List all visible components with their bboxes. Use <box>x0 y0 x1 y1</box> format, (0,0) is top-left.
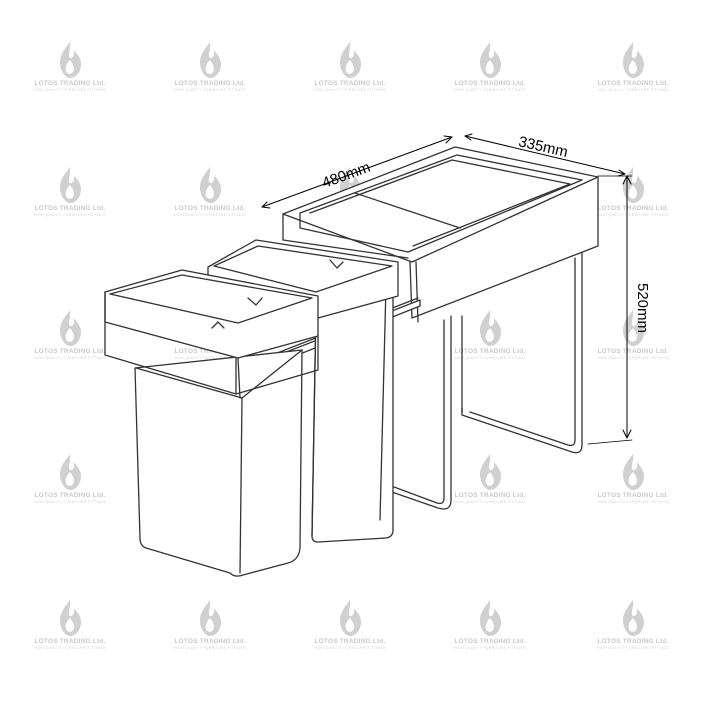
flame-logo-icon <box>200 167 221 203</box>
height-dimension-label: 520mm <box>634 283 651 333</box>
watermark-tile: LOTOS TRADING Ltd.high quality furniture… <box>25 40 115 93</box>
watermark-name: LOTOS TRADING Ltd. <box>34 205 106 212</box>
watermark-tile: LOTOS TRADING Ltd.high quality furniture… <box>588 598 678 651</box>
watermark-tagline: high quality furniture fittings <box>313 646 387 650</box>
watermark-tagline: high quality furniture fittings <box>453 500 527 504</box>
watermark-name: LOTOS TRADING Ltd. <box>174 80 246 87</box>
watermark-tagline: high quality furniture fittings <box>453 646 527 650</box>
watermark-name: LOTOS TRADING Ltd. <box>597 205 669 212</box>
watermark-tagline: high quality furniture fittings <box>33 500 107 504</box>
flame-logo-icon <box>480 600 501 636</box>
watermark-tagline: high quality furniture fittings <box>33 356 107 360</box>
flame-logo-icon <box>480 42 501 78</box>
flame-logo-icon <box>623 454 644 490</box>
watermark-tagline: high quality furniture fittings <box>33 646 107 650</box>
front-bin <box>104 269 319 577</box>
flame-logo-icon <box>623 600 644 636</box>
watermark-tagline: high quality furniture fittings <box>596 646 670 650</box>
watermark-name: LOTOS TRADING Ltd. <box>34 348 106 355</box>
frame-top-tray <box>282 146 599 323</box>
watermark-name: LOTOS TRADING Ltd. <box>597 80 669 87</box>
watermark-tagline: high quality furniture fittings <box>596 213 670 217</box>
watermark-name: LOTOS TRADING Ltd. <box>174 348 246 355</box>
flame-logo-icon <box>623 42 644 78</box>
watermark-name: LOTOS TRADING Ltd. <box>454 348 526 355</box>
watermark-tile: LOTOS TRADING Ltd.high quality furniture… <box>25 165 115 218</box>
flame-logo-icon <box>340 600 361 636</box>
watermark-tile: LOTOS TRADING Ltd.high quality furniture… <box>445 452 535 505</box>
watermark-tagline: high quality furniture fittings <box>453 356 527 360</box>
flame-logo-icon <box>200 42 221 78</box>
watermark-tile: LOTOS TRADING Ltd.high quality furniture… <box>588 40 678 93</box>
watermark-tile: LOTOS TRADING Ltd.high quality furniture… <box>305 598 395 651</box>
watermark-tile: LOTOS TRADING Ltd.high quality furniture… <box>165 598 255 651</box>
watermark-name: LOTOS TRADING Ltd. <box>597 348 669 355</box>
dimension-lines <box>261 133 633 445</box>
watermark-name: LOTOS TRADING Ltd. <box>314 638 386 645</box>
flame-logo-icon <box>60 600 81 636</box>
frame-wire-legs <box>385 252 583 510</box>
watermark-name: LOTOS TRADING Ltd. <box>597 492 669 499</box>
flame-logo-icon <box>60 167 81 203</box>
flame-logo-icon <box>200 600 221 636</box>
watermark-name: LOTOS TRADING Ltd. <box>597 638 669 645</box>
watermark-tile: LOTOS TRADING Ltd.high quality furniture… <box>588 308 678 361</box>
watermark-tile: LOTOS TRADING Ltd.high quality furniture… <box>445 308 535 361</box>
watermark-name: LOTOS TRADING Ltd. <box>454 638 526 645</box>
watermark-tagline: high quality furniture fittings <box>173 88 247 92</box>
watermark-tagline: high quality furniture fittings <box>173 213 247 217</box>
watermark-tile: LOTOS TRADING Ltd.high quality furniture… <box>25 308 115 361</box>
watermark-tile: LOTOS TRADING Ltd.high quality furniture… <box>445 598 535 651</box>
watermark-name: LOTOS TRADING Ltd. <box>454 492 526 499</box>
watermark-tile: LOTOS TRADING Ltd.high quality furniture… <box>588 452 678 505</box>
watermark-tagline: high quality furniture fittings <box>33 213 107 217</box>
flame-logo-icon <box>623 310 644 346</box>
watermark-tagline: high quality furniture fittings <box>33 88 107 92</box>
watermark-name: LOTOS TRADING Ltd. <box>34 80 106 87</box>
watermark-tagline: high quality furniture fittings <box>453 88 527 92</box>
watermark-tagline: high quality furniture fittings <box>173 356 247 360</box>
watermark-name: LOTOS TRADING Ltd. <box>174 638 246 645</box>
watermark-tile: LOTOS TRADING Ltd.high quality furniture… <box>305 40 395 93</box>
watermark-tagline: high quality furniture fittings <box>596 356 670 360</box>
flame-logo-icon <box>480 310 501 346</box>
watermark-tile: LOTOS TRADING Ltd.high quality furniture… <box>25 452 115 505</box>
depth-dimension-label: 335mm <box>517 133 570 161</box>
flame-logo-icon <box>480 454 501 490</box>
watermark-tagline: high quality furniture fittings <box>313 88 387 92</box>
watermark-tagline: high quality furniture fittings <box>173 646 247 650</box>
watermark-tagline: high quality furniture fittings <box>596 500 670 504</box>
flame-logo-icon <box>60 310 81 346</box>
watermark-tile: LOTOS TRADING Ltd.high quality furniture… <box>165 40 255 93</box>
watermark-name: LOTOS TRADING Ltd. <box>314 80 386 87</box>
flame-logo-icon <box>60 42 81 78</box>
flame-logo-icon <box>60 454 81 490</box>
watermark-name: LOTOS TRADING Ltd. <box>34 492 106 499</box>
watermark-name: LOTOS TRADING Ltd. <box>454 80 526 87</box>
watermark-name: LOTOS TRADING Ltd. <box>174 205 246 212</box>
watermark-name: LOTOS TRADING Ltd. <box>34 638 106 645</box>
watermark-tagline: high quality furniture fittings <box>596 88 670 92</box>
watermark-tile: LOTOS TRADING Ltd.high quality furniture… <box>25 598 115 651</box>
watermark-tile: LOTOS TRADING Ltd.high quality furniture… <box>165 165 255 218</box>
flame-logo-icon <box>340 42 361 78</box>
watermark-tile: LOTOS TRADING Ltd.high quality furniture… <box>445 40 535 93</box>
